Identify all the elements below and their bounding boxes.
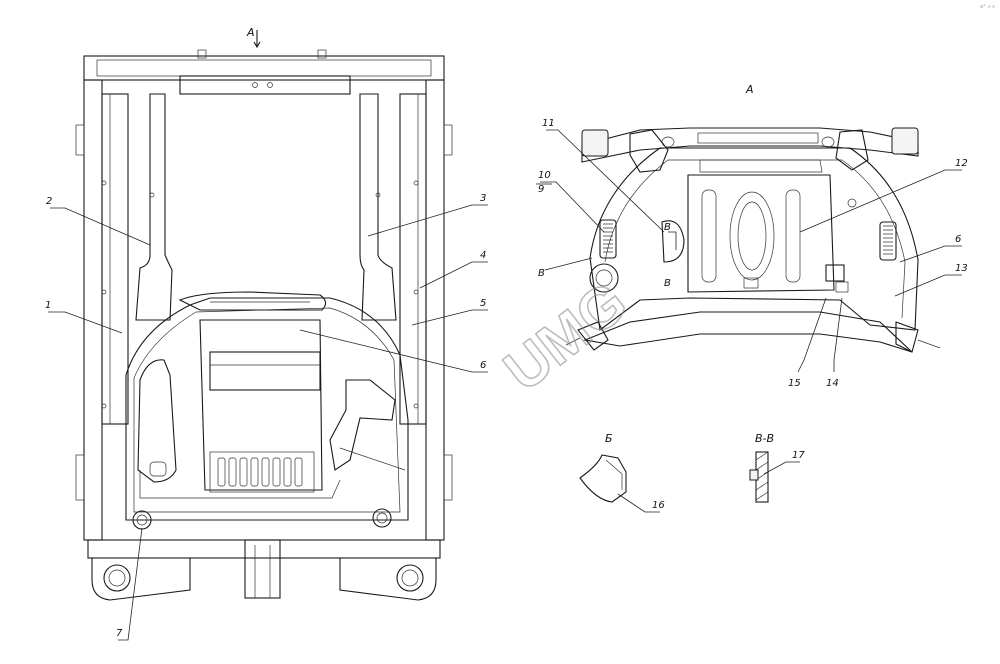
bottom-crossbar xyxy=(87,539,441,559)
main-view: А xyxy=(45,26,488,641)
callout-10: 10 xyxy=(538,170,551,181)
top-rail xyxy=(581,127,919,163)
callouts-main: 1 2 3 4 5 6 7 xyxy=(45,193,488,641)
view-vv-title: В-В xyxy=(755,432,774,445)
left-inner-pillar xyxy=(135,93,173,321)
callout-13: 13 xyxy=(955,263,968,274)
section-mark-top: В xyxy=(664,222,671,233)
cab-floor xyxy=(125,297,409,521)
left-pocket xyxy=(137,359,177,483)
top-bracket xyxy=(179,75,351,95)
view-a: А xyxy=(536,83,968,389)
corner-mark: a° ∞∞ xyxy=(980,4,995,10)
callout-16: 16 xyxy=(652,500,665,511)
console-panel xyxy=(209,351,321,391)
center-console xyxy=(199,319,323,491)
left-rear-post xyxy=(101,93,129,425)
callout-6-view-a: 6 xyxy=(955,234,961,245)
section-mark-bottom: В xyxy=(664,278,671,289)
b-marker: В xyxy=(538,268,545,279)
callout-11: 11 xyxy=(542,118,555,129)
detail-b-part xyxy=(579,454,627,503)
right-box xyxy=(825,264,845,282)
view-b-detail: Б 16 xyxy=(579,432,665,513)
callout-15: 15 xyxy=(788,378,801,389)
view-arrow xyxy=(253,30,261,49)
top-crossbar xyxy=(83,55,445,81)
callout-12: 12 xyxy=(955,158,968,169)
right-foot xyxy=(895,321,919,353)
panel-embossing xyxy=(701,189,801,283)
watermark: UMG xyxy=(492,269,639,404)
dash-top xyxy=(178,291,327,311)
right-upper-mount xyxy=(835,129,869,171)
right-outer-rail xyxy=(425,79,445,541)
floor-vent-slots xyxy=(217,457,303,487)
callout-1: 1 xyxy=(45,300,51,311)
callout-6: 6 xyxy=(480,360,486,371)
left-lamp xyxy=(589,263,619,293)
section-vv: В-В 17 xyxy=(749,432,805,503)
left-upper-mount xyxy=(629,129,669,173)
callout-14: 14 xyxy=(826,378,839,389)
view-arrow-label: А xyxy=(246,26,255,39)
callout-3: 3 xyxy=(480,193,486,204)
right-pedal-bracket xyxy=(329,379,396,471)
callouts-view-a: 10 9 11 12 6 13 14 15 xyxy=(536,118,968,389)
callout-5: 5 xyxy=(480,298,486,309)
callout-7: 7 xyxy=(116,628,123,639)
right-foot-box xyxy=(339,557,437,601)
left-foot xyxy=(577,321,609,351)
right-spring xyxy=(879,221,897,261)
left-outer-rail xyxy=(83,79,103,541)
callout-2: 2 xyxy=(46,196,52,207)
right-inner-pillar xyxy=(359,93,397,321)
rear-shell xyxy=(589,147,919,331)
rear-hitch xyxy=(244,539,281,599)
rear-panel xyxy=(687,174,835,293)
left-spring xyxy=(599,219,617,259)
left-roller xyxy=(103,564,131,592)
callout-9: 9 xyxy=(538,184,544,195)
view-b-title: Б xyxy=(605,432,613,445)
floor-plug-right xyxy=(372,508,392,528)
cutout-window xyxy=(661,220,685,263)
view-a-title: А xyxy=(745,83,754,96)
right-rear-post xyxy=(399,93,427,425)
callout-17: 17 xyxy=(792,450,805,461)
callout-4: 4 xyxy=(480,250,486,261)
left-foot-box xyxy=(91,557,191,601)
right-roller xyxy=(396,564,424,592)
